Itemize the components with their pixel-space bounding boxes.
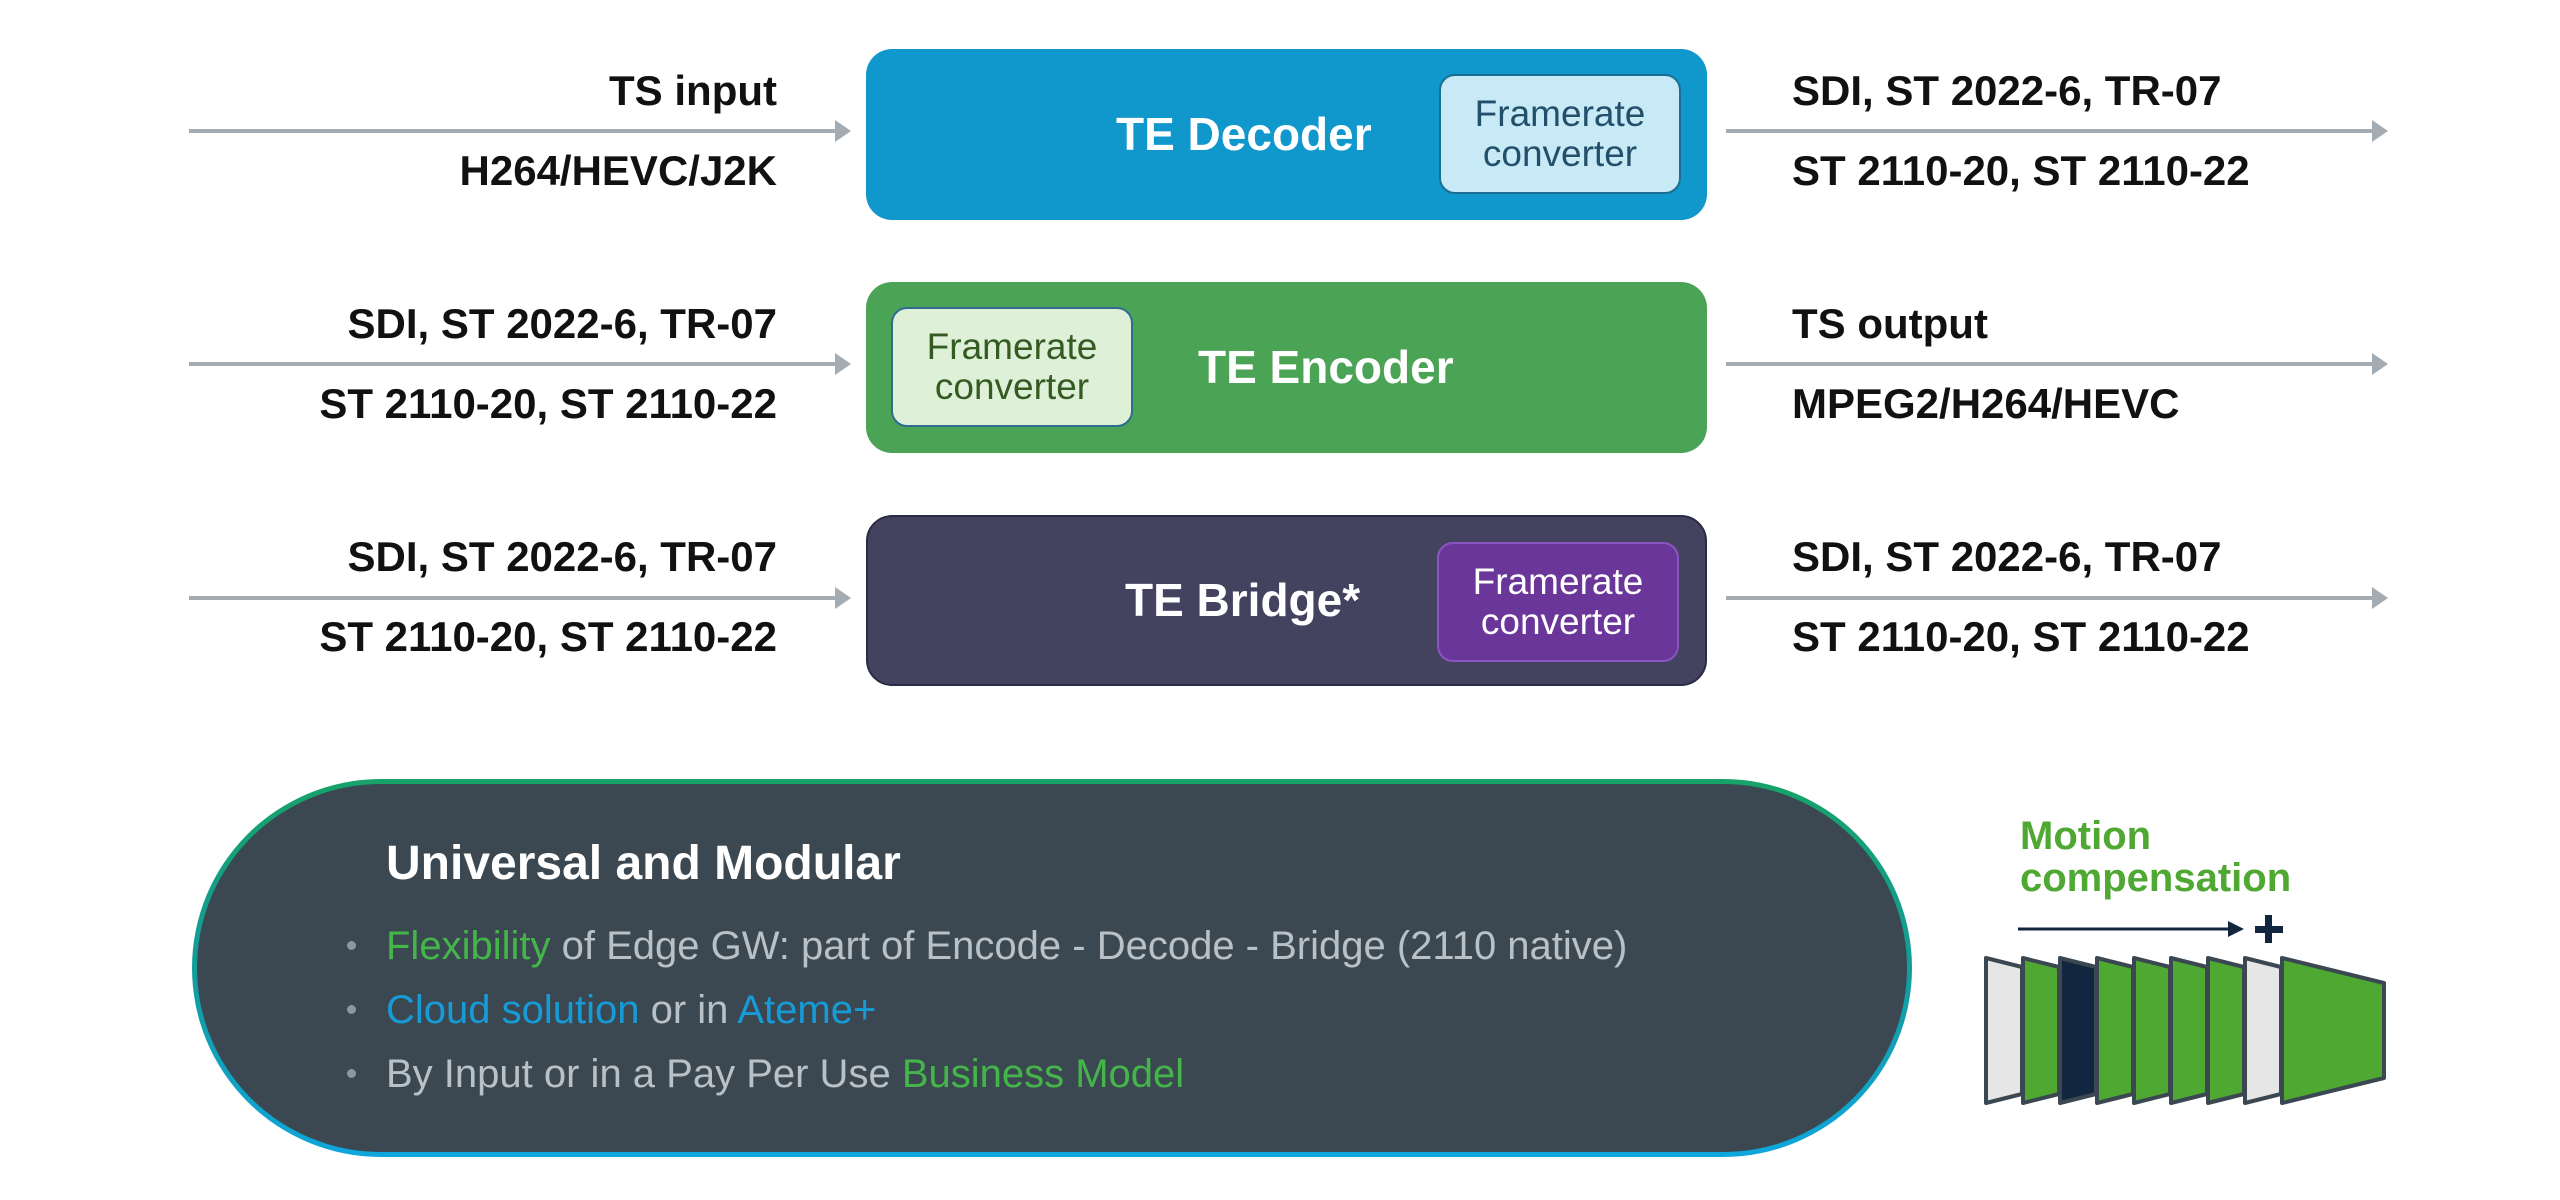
converter-line1: Framerate <box>1474 93 1646 134</box>
decoder-input-codecs: H264/HEVC/J2K <box>459 147 777 194</box>
encoder-input-arrow <box>189 353 851 375</box>
video-frame <box>2021 956 2061 1105</box>
video-frame <box>2169 956 2209 1105</box>
bullet-dot-icon <box>347 1005 356 1014</box>
bridge-input-arrow <box>189 587 851 609</box>
bullet-dot-icon <box>347 941 356 950</box>
te-decoder-title: TE Decoder <box>1116 108 1372 160</box>
bullet-cloud: Cloud solution or in Ateme+ <box>347 978 1627 1042</box>
motion-title-line1: Motion <box>2020 814 2152 858</box>
bullet-text: of Edge GW: part of Encode - Decode - Br… <box>550 924 1628 968</box>
bridge-input-format: SDI, ST 2022-6, TR-07 <box>347 533 778 580</box>
converter-line2: converter <box>1480 601 1636 642</box>
video-frame <box>1984 956 2024 1105</box>
bullet-text: By Input or in a Pay Per Use <box>386 1052 902 1096</box>
encoder-output-arrow <box>1726 353 2388 375</box>
bullet-highlight: Business Model <box>901 1052 1185 1096</box>
video-frame <box>2280 956 2386 1105</box>
bullet-business-model: By Input or in a Pay Per Use Business Mo… <box>347 1042 1627 1106</box>
frame-stack <box>1984 956 2386 1105</box>
bridge-input-standards: ST 2110-20, ST 2110-22 <box>319 613 777 660</box>
converter-line1: Framerate <box>1472 561 1644 602</box>
decoder-output-arrow <box>1726 120 2388 142</box>
te-decoder-box: TE Decoder Framerate converter <box>866 49 1707 220</box>
decoder-framerate-converter: Framerate converter <box>1439 74 1681 194</box>
video-frame <box>2132 956 2172 1105</box>
motion-title-line2: compensation <box>2020 856 2292 900</box>
video-frame <box>2206 956 2246 1105</box>
bullet-highlight: Cloud solution <box>386 988 640 1032</box>
motion-compensation-title: Motion compensation <box>2020 815 2291 899</box>
bullet-highlight-2: Ateme+ <box>737 988 877 1032</box>
decoder-input-arrow <box>189 120 851 142</box>
bullet-text: or in <box>639 988 738 1032</box>
summary-bullets: Flexibility of Edge GW: part of Encode -… <box>347 914 1627 1106</box>
video-frame <box>2058 956 2098 1105</box>
converter-line2: converter <box>934 366 1090 407</box>
encoder-input-standards: ST 2110-20, ST 2110-22 <box>319 380 777 427</box>
bullet-dot-icon <box>347 1069 356 1078</box>
bridge-output-standards: ST 2110-20, ST 2110-22 <box>1792 613 2250 660</box>
te-bridge-title: TE Bridge* <box>1125 574 1361 626</box>
bridge-output-format: SDI, ST 2022-6, TR-07 <box>1792 533 2222 580</box>
encoder-framerate-converter: Framerate converter <box>891 307 1133 427</box>
decoder-output-format: SDI, ST 2022-6, TR-07 <box>1792 67 2222 114</box>
motion-arrow-icon <box>2018 921 2244 937</box>
summary-pill: Universal and Modular Flexibility of Edg… <box>192 779 1912 1157</box>
plus-icon <box>2255 915 2283 943</box>
converter-line1: Framerate <box>926 326 1098 367</box>
bridge-framerate-converter: Framerate converter <box>1437 542 1679 662</box>
converter-line2: converter <box>1482 133 1638 174</box>
te-bridge-box: TE Bridge* Framerate converter <box>866 515 1707 686</box>
te-encoder-title: TE Encoder <box>1198 341 1454 393</box>
te-encoder-box: Framerate converter TE Encoder <box>866 282 1707 453</box>
encoder-output-codecs: MPEG2/H264/HEVC <box>1792 380 2180 427</box>
summary-title: Universal and Modular <box>386 837 901 890</box>
encoder-input-format: SDI, ST 2022-6, TR-07 <box>347 300 778 347</box>
motion-compensation-graphic <box>1984 915 2386 1105</box>
decoder-output-standards: ST 2110-20, ST 2110-22 <box>1792 147 2250 194</box>
video-frame <box>2095 956 2135 1105</box>
bullet-highlight: Flexibility <box>386 924 551 968</box>
bridge-output-arrow <box>1726 587 2388 609</box>
bullet-flexibility: Flexibility of Edge GW: part of Encode -… <box>347 914 1627 978</box>
video-frame <box>2243 956 2283 1105</box>
decoder-input-format: TS input <box>609 67 777 114</box>
encoder-output-format: TS output <box>1792 300 1988 347</box>
